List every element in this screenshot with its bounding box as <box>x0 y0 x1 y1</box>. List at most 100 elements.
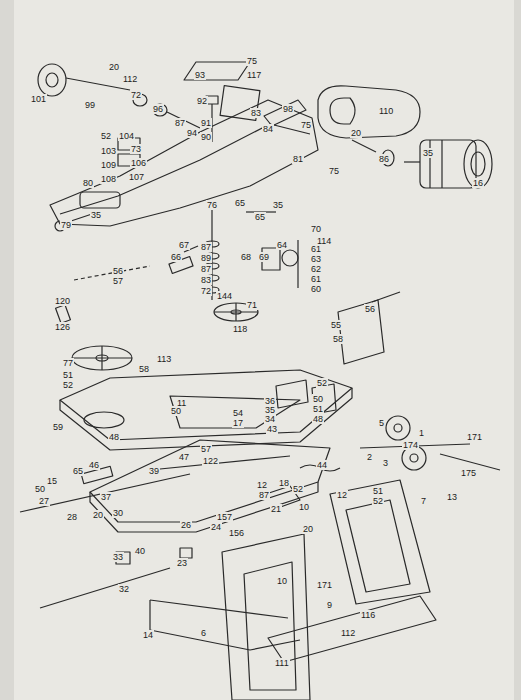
callout-number: 16 <box>472 178 484 188</box>
callout-number: 56 <box>364 304 376 314</box>
callout-number: 13 <box>446 492 458 502</box>
callout-number: 10 <box>276 576 288 586</box>
callout-number: 62 <box>310 264 322 274</box>
callout-number: 99 <box>84 100 96 110</box>
callout-number: 75 <box>328 166 340 176</box>
callout-number: 48 <box>312 414 324 424</box>
callout-number: 96 <box>152 104 164 114</box>
callout-number: 73 <box>130 144 142 154</box>
callout-number: 51 <box>372 486 384 496</box>
callout-number: 51 <box>62 370 74 380</box>
callout-number: 116 <box>360 610 376 620</box>
callout-number: 69 <box>258 252 270 262</box>
callout-number: 37 <box>100 492 112 502</box>
callout-number: 52 <box>372 496 384 506</box>
callout-number: 39 <box>148 466 160 476</box>
callout-number: 80 <box>82 178 94 188</box>
callout-number: 72 <box>130 90 142 100</box>
callout-number: 76 <box>206 200 218 210</box>
callout-number: 75 <box>246 56 258 66</box>
callout-number: 94 <box>186 128 198 138</box>
callout-number: 104 <box>118 131 135 141</box>
callout-number: 109 <box>100 160 117 170</box>
callout-number: 51 <box>312 404 324 414</box>
callout-number: 55 <box>330 320 342 330</box>
callout-number: 5 <box>378 418 385 428</box>
callout-number: 65 <box>254 212 266 222</box>
callout-number: 90 <box>200 132 212 142</box>
callout-number: 86 <box>378 154 390 164</box>
callout-number: 46 <box>88 460 100 470</box>
callout-number: 81 <box>292 154 304 164</box>
callout-number: 77 <box>62 358 74 368</box>
callout-number: 20 <box>92 510 104 520</box>
callout-number: 14 <box>142 630 154 640</box>
callout-number: 35 <box>422 148 434 158</box>
callout-number: 12 <box>256 480 268 490</box>
callout-number: 30 <box>112 508 124 518</box>
callout-number: 144 <box>216 291 233 301</box>
callout-number: 64 <box>276 240 288 250</box>
callout-number: 106 <box>130 158 147 168</box>
callout-number: 61 <box>310 274 322 284</box>
callout-number: 98 <box>282 104 294 114</box>
callout-number: 10 <box>298 502 310 512</box>
callout-number: 70 <box>310 224 322 234</box>
callout-number: 40 <box>134 546 146 556</box>
callout-number: 52 <box>100 131 112 141</box>
callout-number: 15 <box>46 476 58 486</box>
callout-number: 171 <box>316 580 333 590</box>
callout-number: 157 <box>216 512 233 522</box>
callout-number: 61 <box>310 244 322 254</box>
callout-number: 1 <box>418 428 425 438</box>
callout-number: 2 <box>366 452 373 462</box>
callout-number: 7 <box>420 496 427 506</box>
callout-number: 89 <box>200 253 212 263</box>
callout-number: 83 <box>200 275 212 285</box>
callout-number: 24 <box>210 522 222 532</box>
callout-number: 50 <box>312 394 324 404</box>
callout-number: 65 <box>234 198 246 208</box>
callout-number: 171 <box>466 432 483 442</box>
callout-number: 75 <box>300 120 312 130</box>
callout-number: 122 <box>202 456 219 466</box>
callout-number: 35 <box>90 210 102 220</box>
callout-number: 79 <box>60 220 72 230</box>
callout-number: 111 <box>274 658 290 668</box>
callout-number: 34 <box>264 414 276 424</box>
callout-number: 72 <box>200 286 212 296</box>
callout-number: 57 <box>200 444 212 454</box>
callout-number: 6 <box>200 628 207 638</box>
callout-number: 110 <box>378 106 394 116</box>
callout-number: 117 <box>246 70 262 80</box>
callout-number: 63 <box>310 254 322 264</box>
callout-number: 60 <box>310 284 322 294</box>
callout-number: 50 <box>170 406 182 416</box>
callout-number: 52 <box>62 380 74 390</box>
callout-number: 112 <box>340 628 356 638</box>
callout-number: 118 <box>232 324 248 334</box>
callout-number: 56 <box>112 266 124 276</box>
callout-number: 71 <box>246 300 258 310</box>
callout-number: 32 <box>118 584 130 594</box>
callout-number: 18 <box>278 478 290 488</box>
callout-number: 43 <box>266 424 278 434</box>
callout-number: 87 <box>200 264 212 274</box>
callout-number: 107 <box>128 172 145 182</box>
callout-number: 91 <box>200 118 212 128</box>
callout-number: 59 <box>52 422 64 432</box>
callout-number: 50 <box>34 484 46 494</box>
callout-number: 58 <box>138 364 150 374</box>
callout-number: 68 <box>240 252 252 262</box>
callout-number: 92 <box>196 96 208 106</box>
callout-number: 58 <box>332 334 344 344</box>
callout-number: 52 <box>316 378 328 388</box>
callout-number: 126 <box>54 322 71 332</box>
callout-number: 67 <box>178 240 190 250</box>
callout-number: 174 <box>402 440 419 450</box>
callout-number: 17 <box>232 418 244 428</box>
callout-number: 33 <box>112 552 124 562</box>
callout-number: 20 <box>302 524 314 534</box>
